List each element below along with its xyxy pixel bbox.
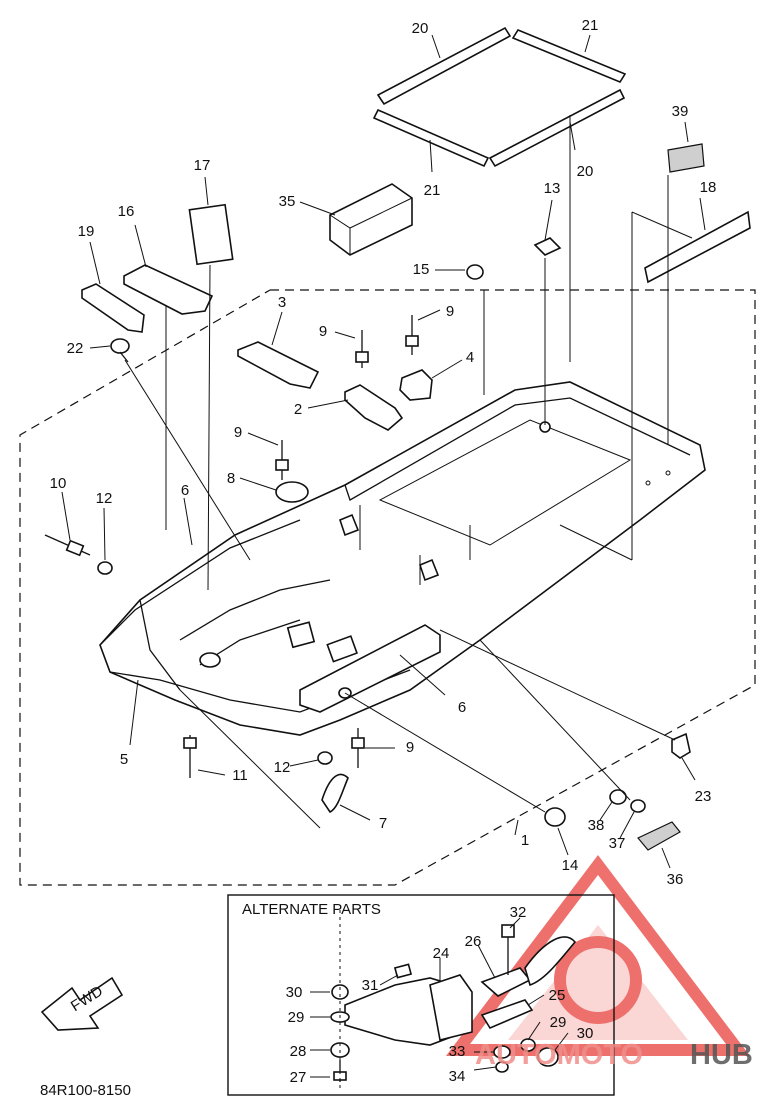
callout-2: 2	[294, 401, 302, 418]
part-22-bolt	[110, 338, 130, 363]
part-17-pad	[188, 203, 234, 266]
part-18-strip	[644, 210, 751, 284]
callout-16: 16	[118, 203, 135, 220]
part-9-rivet-lower	[351, 728, 365, 768]
callout-9: 9	[446, 303, 454, 320]
callout-6: 6	[458, 699, 466, 716]
callout-12: 12	[274, 759, 291, 776]
callout-36: 36	[667, 871, 684, 888]
part-37-nut	[630, 799, 646, 813]
part-9-rivets	[275, 315, 419, 480]
callout-13: 13	[544, 180, 561, 197]
part-2-bracket	[344, 384, 404, 431]
callout-20: 20	[577, 163, 594, 180]
callout-18: 18	[700, 179, 717, 196]
callout-35: 35	[279, 193, 296, 210]
callout-4: 4	[466, 349, 474, 366]
callout-23: 23	[695, 788, 712, 805]
part-15-grommet	[466, 264, 484, 280]
part-38-nut	[609, 789, 627, 805]
watermark-hub: HUB	[690, 1039, 753, 1071]
part-16-cover	[123, 264, 214, 315]
callout-1: 1	[521, 832, 529, 849]
callout-9: 9	[234, 424, 242, 441]
callout-15: 15	[413, 261, 430, 278]
part-10-rivet	[44, 534, 91, 557]
chassis-body	[99, 381, 706, 736]
seat-frame-strips	[372, 26, 627, 168]
callout-29: 29	[550, 1014, 567, 1031]
callout-33: 33	[449, 1043, 466, 1060]
callout-32: 32	[510, 904, 527, 921]
part-36-reflector	[637, 821, 681, 851]
part-3-bracket	[237, 341, 320, 389]
part-13-pad	[533, 237, 562, 256]
part-12-washer-lower	[317, 751, 333, 765]
part-19-bracket	[81, 283, 145, 333]
callout-28: 28	[290, 1043, 307, 1060]
callout-24: 24	[433, 945, 450, 962]
leader-lines	[61, 34, 706, 869]
callout-11: 11	[232, 767, 248, 784]
part-39-pad	[667, 143, 705, 173]
part-14-cap	[544, 807, 566, 827]
callout-12: 12	[96, 490, 113, 507]
callout-17: 17	[194, 157, 211, 174]
callout-30: 30	[577, 1025, 594, 1042]
part-7-bracket	[321, 773, 349, 814]
alternate-leader-lines	[310, 910, 569, 1090]
automotohub-watermark-logo	[445, 855, 751, 1056]
callout-34: 34	[449, 1068, 466, 1085]
diagram-code: 84R100-8150	[40, 1082, 131, 1099]
callout-8: 8	[227, 470, 235, 487]
callout-7: 7	[379, 815, 387, 832]
callout-30: 30	[286, 984, 303, 1001]
fwd-arrow-icon: FWD	[40, 976, 124, 1031]
callout-25: 25	[549, 987, 566, 1004]
callout-19: 19	[78, 223, 95, 240]
callout-5: 5	[120, 751, 128, 768]
alternate-parts-drawing	[330, 924, 577, 1082]
assembly-boundary	[19, 289, 756, 886]
callout-38: 38	[588, 817, 605, 834]
callout-21: 21	[582, 17, 599, 34]
part-23-clip	[671, 732, 691, 759]
callout-27: 27	[290, 1069, 307, 1086]
callout-9: 9	[406, 739, 414, 756]
callout-3: 3	[278, 294, 286, 311]
callout-21: 21	[424, 182, 441, 199]
callout-26: 26	[465, 933, 482, 950]
part-11-bolt	[183, 735, 197, 778]
callout-9: 9	[319, 323, 327, 340]
part-4-bracket	[399, 369, 433, 401]
part-12-washer-left	[97, 561, 113, 575]
callout-37: 37	[609, 835, 626, 852]
callout-14: 14	[562, 857, 579, 874]
watermark-automoto: AUTOMOTO	[475, 1039, 643, 1071]
callout-39: 39	[672, 103, 689, 120]
part-35-box	[329, 183, 413, 256]
alternate-parts-title: ALTERNATE PARTS	[242, 901, 381, 918]
callout-6: 6	[181, 482, 189, 499]
automotohub-watermark-text: AUTOMOTO HUB	[475, 1039, 753, 1071]
callout-10: 10	[50, 475, 67, 492]
callout-31: 31	[362, 977, 379, 994]
alternate-parts-box	[227, 894, 615, 1096]
callout-22: 22	[67, 340, 84, 357]
part-8-clip	[275, 481, 309, 503]
callout-29: 29	[288, 1009, 305, 1026]
callout-labels: 20 21 21 20 39 18 17 16 19 35 13 15 3 9 …	[40, 17, 716, 1099]
callout-20: 20	[412, 20, 429, 37]
